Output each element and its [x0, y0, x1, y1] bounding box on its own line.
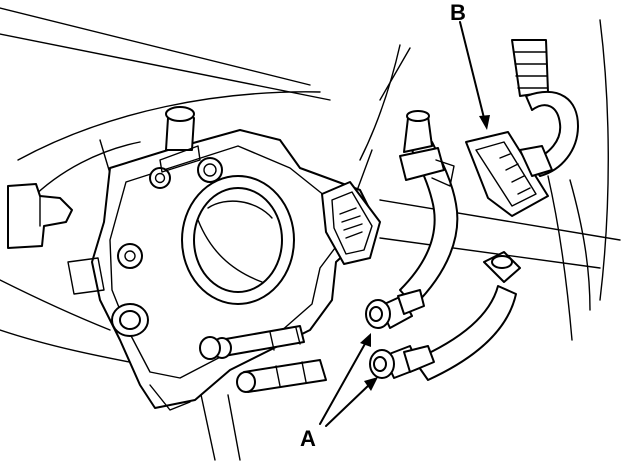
bolt-boss-left	[149, 167, 171, 189]
hose-fitting-upper	[365, 289, 425, 329]
hose-fitting-lower	[369, 345, 435, 379]
coolant-stubs	[199, 325, 327, 393]
callout-b-leader	[459, 21, 485, 119]
callout-b-arrow	[459, 21, 490, 130]
connector-b	[465, 131, 553, 217]
upper-hose-clamp	[399, 147, 445, 181]
left-bracket	[7, 183, 73, 249]
tps-sensor	[321, 181, 381, 265]
bolt-boss-top	[197, 157, 223, 183]
throttle-bore	[181, 175, 295, 305]
upper-coolant-hose	[399, 110, 459, 307]
callout-label-b: B	[450, 0, 466, 25]
side-port	[111, 303, 149, 337]
callout-a-leader-upper	[319, 341, 367, 425]
harness-loom	[511, 19, 609, 341]
throttle-body	[67, 129, 373, 411]
top-tube	[159, 106, 201, 173]
callout-a-arrows	[319, 333, 378, 427]
callout-a-leader-lower	[325, 383, 371, 427]
bolt-boss-lower-left	[117, 243, 143, 269]
callout-label-a: A	[300, 426, 316, 451]
lower-coolant-hose	[413, 251, 521, 381]
